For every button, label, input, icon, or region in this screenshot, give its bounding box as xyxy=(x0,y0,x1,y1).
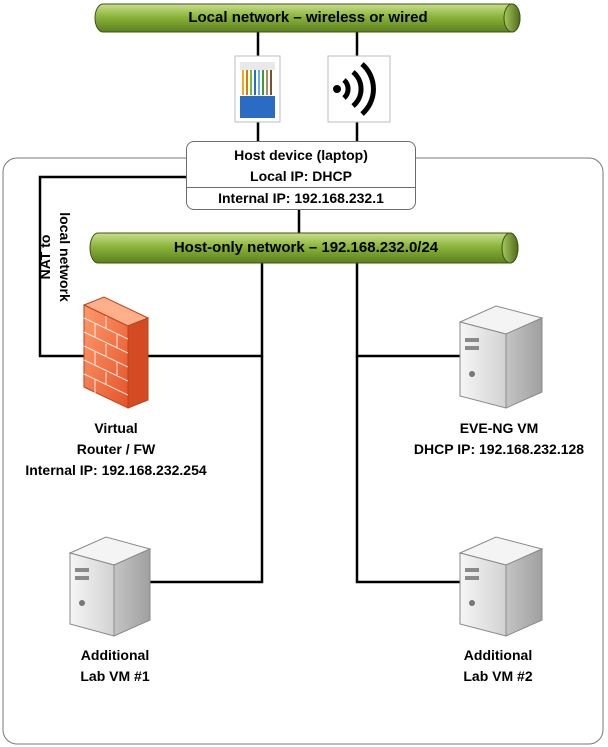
host-box-divider xyxy=(187,187,415,188)
host-only-network-label: Host-only network – 192.168.232.0/24 xyxy=(173,239,439,256)
connector-lines xyxy=(38,32,462,584)
local-network-label: Local network – wireless or wired xyxy=(188,9,428,26)
router-label-line2: Router / FW xyxy=(76,441,156,457)
server-icon xyxy=(458,536,544,637)
eve-ng-dhcp-ip: DHCP IP: 192.168.232.128 xyxy=(413,441,585,457)
host-device-title: Host device (laptop) xyxy=(234,147,368,163)
host-local-ip: Local IP: DHCP xyxy=(250,168,352,184)
lab-vm-1-label-line1: Additional xyxy=(80,647,150,663)
host-internal-ip: Internal IP: 192.168.232.1 xyxy=(218,190,384,206)
nat-label-line2: local network xyxy=(57,212,73,302)
router-internal-ip: Internal IP: 192.168.232.254 xyxy=(25,462,207,478)
lab-vm-2-label-line2: Lab VM #2 xyxy=(463,668,533,684)
host-device-box: Host device (laptop) Local IP: DHCP Inte… xyxy=(186,141,416,210)
server-icon xyxy=(458,305,544,409)
lab-vm-1-label-line2: Lab VM #1 xyxy=(80,668,150,684)
nat-label-line1: NAT to xyxy=(37,234,53,280)
ethernet-cable-icon xyxy=(234,55,281,123)
lab-vm-2-label-line1: Additional xyxy=(463,647,533,663)
router-label-line1: Virtual xyxy=(94,420,138,436)
host-only-network-pipe xyxy=(89,232,519,264)
nat-label: NAT to local network xyxy=(20,192,73,322)
firewall-icon xyxy=(82,296,150,409)
local-network-pipe xyxy=(94,3,521,33)
eve-ng-label: EVE-NG VM xyxy=(459,420,539,436)
wifi-icon xyxy=(327,55,391,123)
server-icon xyxy=(68,536,152,637)
